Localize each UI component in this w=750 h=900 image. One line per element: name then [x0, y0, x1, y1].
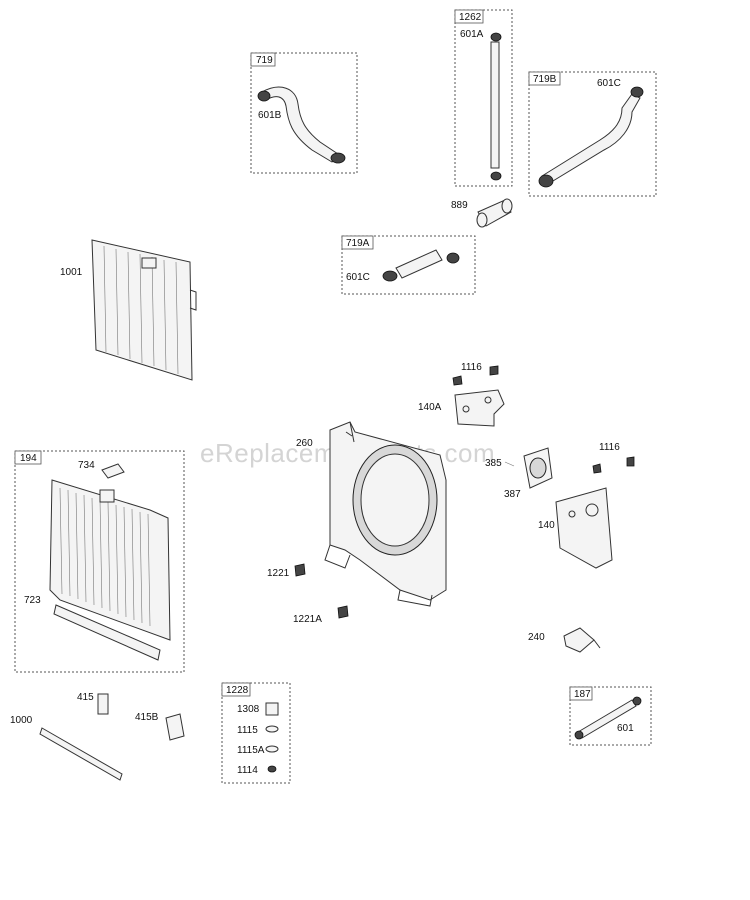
- label-415: 415: [77, 692, 94, 703]
- group-1228: 1228 1308 1115 1115A 1114: [221, 682, 291, 784]
- clamp-601c-left[interactable]: [382, 270, 398, 282]
- label-1000: 1000: [10, 715, 33, 726]
- bolt-1221[interactable]: [294, 563, 306, 577]
- cap-734[interactable]: [101, 463, 125, 479]
- box-label-719: 719: [256, 55, 273, 66]
- bolt-1116-right-b[interactable]: [626, 456, 635, 467]
- part-1221: 1221 1221A: [267, 563, 349, 625]
- box-187: [569, 686, 652, 746]
- part-140: 140: [538, 487, 613, 569]
- label-385: 385: [485, 458, 502, 469]
- clamp-601a-top[interactable]: [490, 32, 502, 42]
- box-label-187: 187: [574, 689, 591, 700]
- label-601: 601: [617, 723, 634, 734]
- clamp-601a-bottom[interactable]: [490, 171, 502, 181]
- bracket-140[interactable]: [555, 487, 613, 569]
- box-719a: [341, 235, 476, 295]
- bolt-1116-right-a[interactable]: [592, 463, 602, 474]
- label-1115a: 1115A: [237, 745, 265, 756]
- label-240: 240: [528, 632, 545, 643]
- washer-1115[interactable]: [265, 725, 279, 733]
- label-1221a: 1221A: [293, 614, 322, 625]
- clamp-601c-upper[interactable]: [630, 86, 644, 98]
- part-260: 260: [296, 421, 447, 607]
- part-140a: 1116 140A: [418, 362, 505, 427]
- clamp-601-left[interactable]: [574, 730, 584, 740]
- label-723: 723: [24, 595, 41, 606]
- label-140: 140: [538, 520, 555, 531]
- washer-1115a[interactable]: [265, 745, 279, 753]
- part-889: 889: [451, 198, 513, 228]
- strip-723: [53, 604, 161, 661]
- part-1116-right: 1116: [592, 442, 635, 474]
- tube-1262[interactable]: [490, 41, 500, 169]
- fitting-415b[interactable]: [165, 713, 185, 741]
- label-1116-right: 1116: [599, 442, 620, 453]
- label-1001: 1001: [60, 267, 83, 278]
- label-734: 734: [78, 460, 95, 471]
- group-187: 187 601: [569, 686, 652, 746]
- nut-1308[interactable]: [265, 702, 279, 716]
- box-719: [250, 52, 358, 174]
- label-415b: 415B: [135, 712, 159, 723]
- box-label-719a: 719A: [346, 238, 370, 249]
- group-719a: 719A 601C: [341, 235, 476, 295]
- label-1115: 1115: [237, 725, 258, 736]
- bolt-1116-top[interactable]: [452, 375, 463, 386]
- label-140a: 140A: [418, 402, 442, 413]
- screen-1001[interactable]: [91, 239, 193, 381]
- part-415: 415 415B: [77, 692, 185, 741]
- group-719b: 719B 601C: [528, 71, 657, 197]
- box-label-194: 194: [20, 453, 37, 464]
- part-387: 385 387: [485, 447, 553, 500]
- clamp-601c-lower[interactable]: [538, 174, 554, 188]
- label-1116-top: 1116: [461, 362, 482, 373]
- clamp-601b-bottom[interactable]: [330, 152, 346, 164]
- box-719b: [528, 71, 657, 197]
- mount-240[interactable]: [563, 627, 595, 653]
- label-1221: 1221: [267, 568, 290, 579]
- clamp-601-right[interactable]: [632, 696, 642, 706]
- clamp-601c-right[interactable]: [446, 252, 460, 264]
- label-601c-top: 601C: [597, 78, 621, 89]
- part-240: 240: [528, 627, 601, 653]
- bracket-140a[interactable]: [454, 389, 505, 427]
- clamp-601b-top[interactable]: [257, 90, 271, 102]
- hose-719[interactable]: [261, 86, 339, 163]
- bolt-1221a[interactable]: [337, 605, 349, 619]
- hose-719a[interactable]: [395, 249, 443, 279]
- group-1262: 1262 601A: [454, 9, 513, 187]
- bar-1000[interactable]: [39, 727, 123, 781]
- label-601c-mid: 601C: [346, 272, 370, 283]
- label-889: 889: [451, 200, 468, 211]
- nut-1114[interactable]: [267, 765, 277, 773]
- drain-415[interactable]: [97, 693, 109, 715]
- label-260: 260: [296, 438, 313, 449]
- part-1001: 1001: [60, 239, 197, 381]
- box-1262: [454, 9, 513, 187]
- label-601a: 601A: [460, 29, 484, 40]
- box-label-1262: 1262: [459, 12, 482, 23]
- label-1308: 1308: [237, 704, 260, 715]
- box-1228: [221, 682, 291, 784]
- label-387: 387: [504, 489, 521, 500]
- part-1000: 1000: [10, 715, 123, 781]
- label-601b: 601B: [258, 110, 282, 121]
- box-label-1228: 1228: [226, 685, 249, 696]
- box-194: [14, 450, 185, 673]
- box-label-719b: 719B: [533, 74, 557, 85]
- group-194: 194 734 723: [14, 450, 185, 673]
- group-719: 719 601B: [250, 52, 358, 174]
- label-1114: 1114: [237, 765, 258, 776]
- hose-719b[interactable]: [541, 93, 641, 185]
